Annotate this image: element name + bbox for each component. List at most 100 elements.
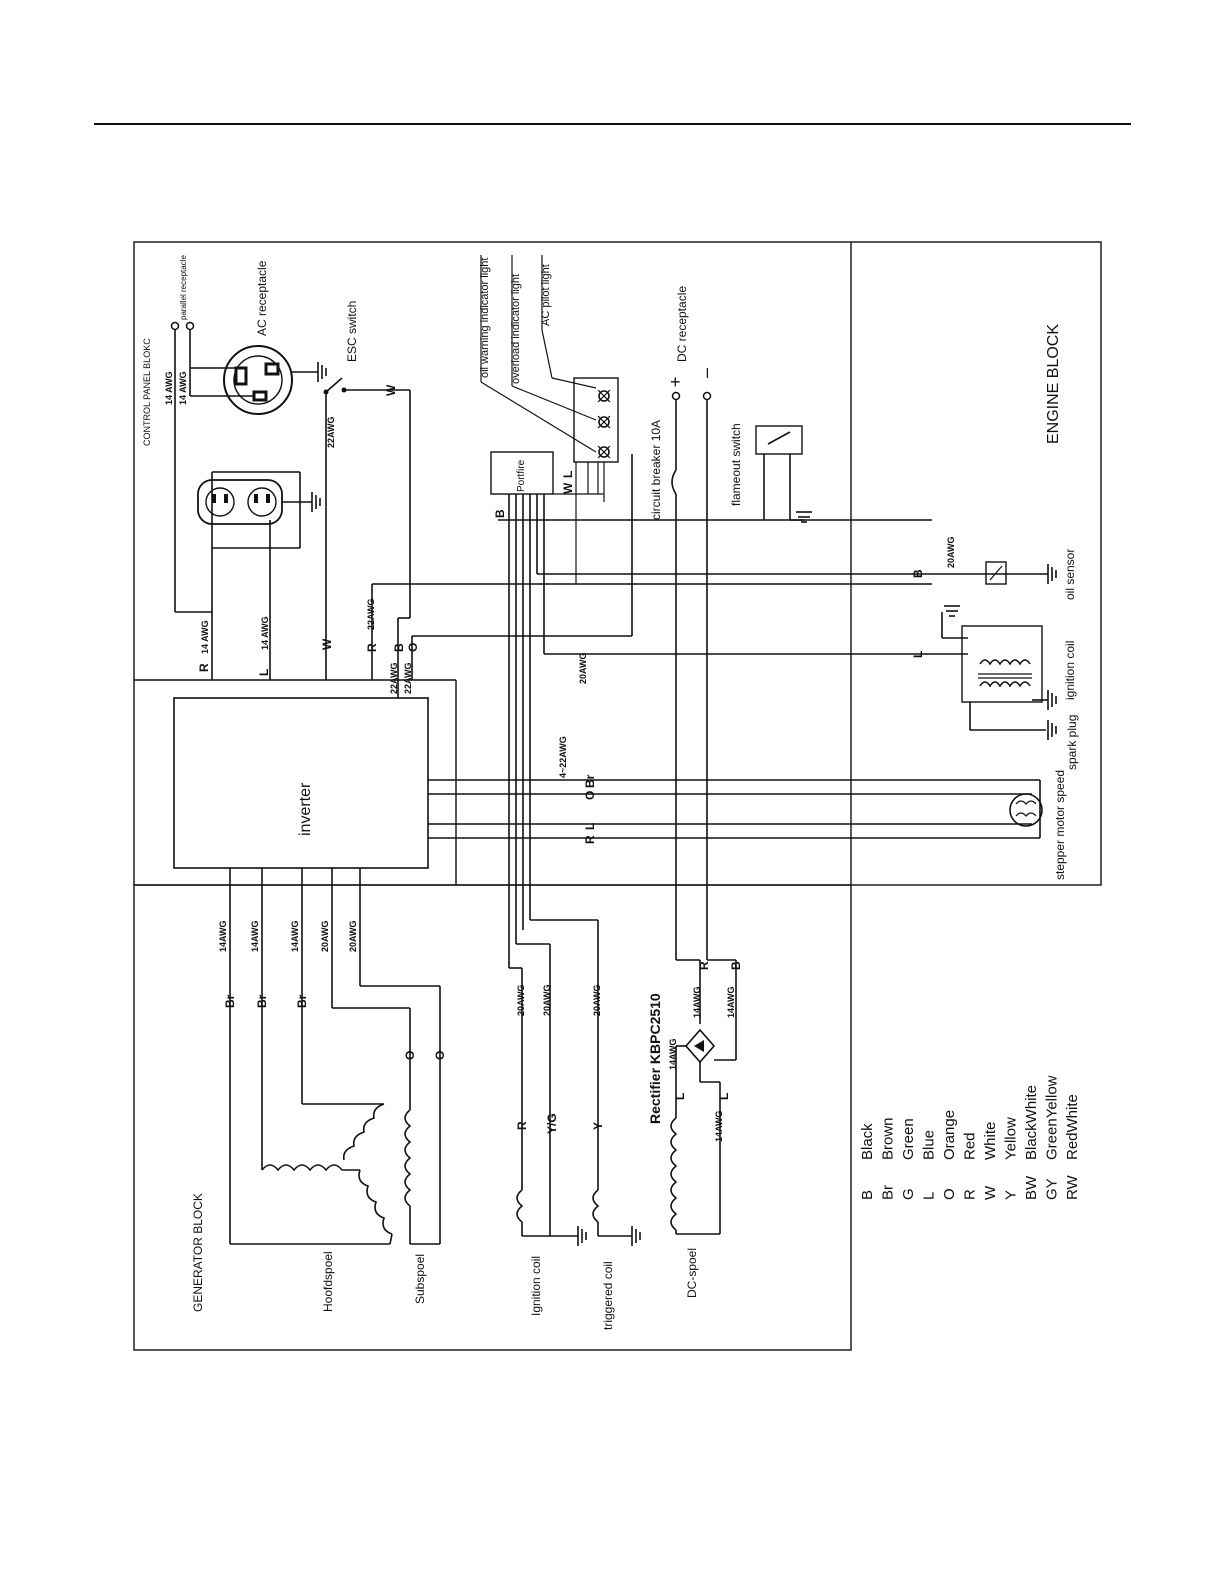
ground-icon — [577, 1226, 587, 1246]
gauge-14awg-10: 14AWG — [668, 1038, 678, 1070]
wire-Br-2: Br — [223, 994, 237, 1008]
legend-code: W — [982, 1185, 999, 1200]
legend-name: Black — [859, 1123, 876, 1160]
dc-positive-terminal — [671, 391, 681, 401]
legend-code: RW — [1064, 1174, 1081, 1200]
wire-B-2: B — [493, 509, 507, 518]
generator-frame — [133, 884, 852, 1351]
ground-icon — [1047, 564, 1057, 584]
wire-Br-4: Br — [295, 994, 309, 1008]
flameout-switch — [755, 425, 803, 455]
gauge-14awg-11: 14AWG — [714, 1110, 724, 1142]
oil-sensor — [985, 561, 1007, 585]
legend-code: G — [900, 1188, 917, 1200]
legend-name: Green — [900, 1118, 917, 1160]
wire-L-3: L — [911, 651, 925, 658]
gauge-4-22awg: 4~22AWG — [558, 736, 568, 778]
stepper-motor-label: stepper motor speed — [1053, 770, 1067, 880]
wire-B-3: B — [911, 569, 925, 578]
portfire-module — [490, 451, 554, 495]
dc-plus-label: + — [670, 372, 681, 392]
stepper-motor — [1009, 793, 1043, 827]
gauge-14awg-2: 14 AWG — [178, 371, 188, 405]
gauge-20awg-6: 20AWG — [542, 984, 552, 1016]
rectifier-label: Rectifier KBPC2510 — [647, 993, 663, 1124]
ground-icon — [944, 605, 960, 617]
spark-plug-label: spark plug — [1065, 715, 1079, 770]
gauge-22awg-4: 22AWG — [403, 662, 413, 694]
ignition-coil-gen — [516, 1189, 524, 1223]
gauge-20awg-5: 20AWG — [516, 984, 526, 1016]
legend-name: White — [982, 1122, 999, 1160]
parallel-terminal-1 — [170, 321, 180, 331]
generator-block-label: GENERATOR BLOCK — [191, 1193, 205, 1312]
ignition-coil-gen-label: Ignition coil — [529, 1256, 543, 1316]
gauge-22awg-1: 22AWG — [326, 416, 336, 448]
esc-switch-label: ESC switch — [345, 301, 359, 362]
parallel-receptacle-label: parallel receptacle — [179, 255, 188, 320]
legend-name: Yellow — [1003, 1117, 1020, 1160]
wire-O-2: O — [583, 791, 597, 800]
wire-L-4: L — [583, 823, 597, 830]
wire-R-1: R — [197, 663, 211, 672]
subspoel-label: Subspoel — [413, 1254, 427, 1304]
hoofdspoel-label: Hoofdspoel — [321, 1251, 335, 1312]
legend-name: Orange — [941, 1110, 958, 1160]
ground-icon — [796, 511, 812, 523]
wire-Br-1: Br — [583, 774, 597, 788]
circuit-breaker-label: circuit breaker 10A — [649, 420, 663, 520]
wire-YG: Y/G — [545, 1113, 559, 1134]
gauge-14awg-4: 14 AWG — [260, 616, 270, 650]
dc-minus-label: – — [696, 368, 716, 378]
overload-light-label: overload indicator light — [510, 274, 522, 384]
gauge-14awg-7: 14AWG — [290, 920, 300, 952]
wire-R-4: R — [515, 1121, 529, 1130]
engine-block-label: ENGINE BLOCK — [1045, 324, 1062, 444]
ac-receptacle — [223, 345, 293, 415]
ac-receptacle-label: AC receptacle — [255, 260, 269, 336]
portfire-label: Portfire — [516, 459, 527, 492]
gauge-20awg-2: 20AWG — [946, 536, 956, 568]
ignition-coil-engine-label: ignition coil — [1063, 641, 1077, 700]
hoofdspoel-coil — [230, 1103, 393, 1245]
ac-pilot-lamp — [598, 390, 610, 402]
gauge-22awg-3: 22AWG — [389, 662, 399, 694]
legend-code: Y — [1003, 1190, 1020, 1200]
wire-B-4: B — [729, 961, 743, 970]
ground-icon — [311, 492, 321, 512]
wire-O-1: O — [406, 643, 420, 652]
legend-name: GreenYellow — [1044, 1075, 1061, 1160]
gauge-14awg-5: 14AWG — [218, 920, 228, 952]
dc-negative-terminal — [702, 391, 712, 401]
legend-code: L — [921, 1192, 938, 1200]
legend-code: GY — [1044, 1178, 1061, 1200]
wire-W-2: W — [320, 638, 334, 650]
oil-warning-lamp — [598, 446, 610, 458]
gauge-20awg-4: 20AWG — [348, 920, 358, 952]
legend-name: RedWhite — [1064, 1094, 1081, 1160]
legend-code: BW — [1023, 1175, 1040, 1200]
wire-R-5: R — [697, 961, 711, 970]
gauge-20awg-1: 20AWG — [578, 652, 588, 684]
esc-switch — [325, 377, 343, 393]
flameout-switch-label: flameout switch — [729, 423, 743, 506]
wire-L-1: L — [257, 669, 271, 676]
wire-Y: Y — [591, 1122, 605, 1130]
gauge-20awg-3: 20AWG — [320, 920, 330, 952]
wire-B-1: B — [392, 643, 406, 652]
legend-code: B — [859, 1190, 876, 1200]
legend-code: R — [962, 1189, 979, 1200]
gauge-14awg-3: 14 AWG — [200, 620, 210, 654]
dc-spoel-label: DC-spoel — [685, 1248, 699, 1298]
oil-warning-light-label: oil warning indicator light — [479, 258, 491, 378]
subspoel-coil — [404, 1109, 412, 1207]
ground-icon — [1047, 720, 1057, 740]
wire-L-2: L — [561, 471, 575, 478]
gauge-20awg-7: 20AWG — [592, 984, 602, 1016]
gauge-14awg-9: 14AWG — [726, 986, 736, 1018]
wire-L-5: L — [673, 1093, 687, 1100]
color-legend: BBlackBrBrownGGreenLBlueOOrangeRRedWWhit… — [859, 1075, 1081, 1200]
legend-name: Blue — [921, 1130, 938, 1160]
oil-sensor-label: oil sensor — [1063, 549, 1077, 600]
